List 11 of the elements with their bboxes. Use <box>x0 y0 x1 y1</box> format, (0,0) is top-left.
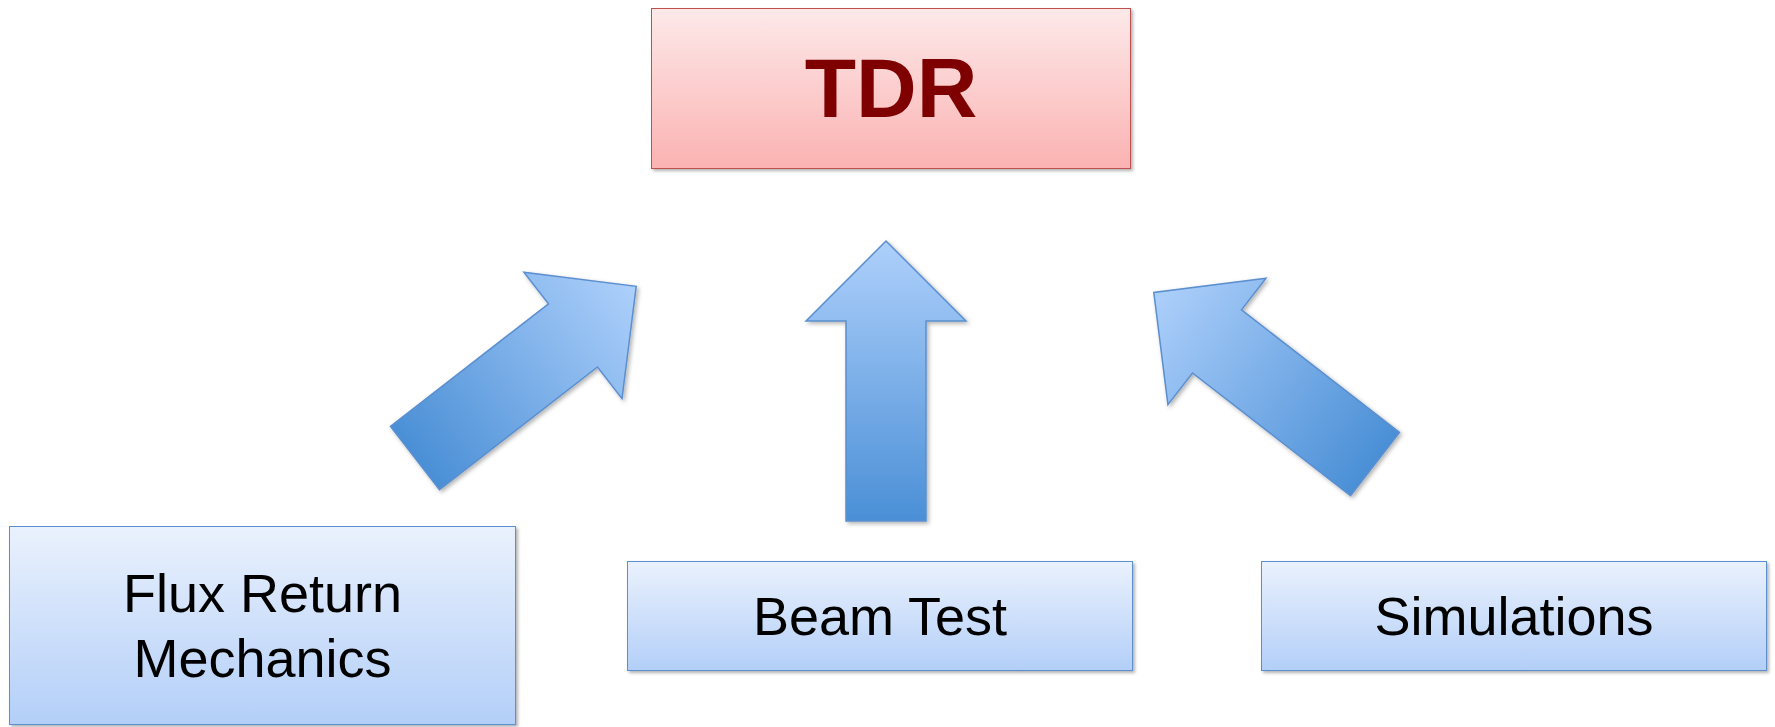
block-arrow <box>804 239 968 522</box>
block-arrow <box>1152 277 1401 497</box>
input-box <box>627 561 1133 671</box>
box-label: Flux Return Mechanics <box>121 561 404 690</box>
box-label: Beam Test <box>752 584 1008 648</box>
box-label: TDR <box>804 40 978 138</box>
target-box <box>651 8 1131 169</box>
input-box <box>9 526 516 725</box>
block-arrow <box>389 271 638 491</box>
box-label: Simulations <box>1374 584 1654 648</box>
input-box <box>1261 561 1767 671</box>
